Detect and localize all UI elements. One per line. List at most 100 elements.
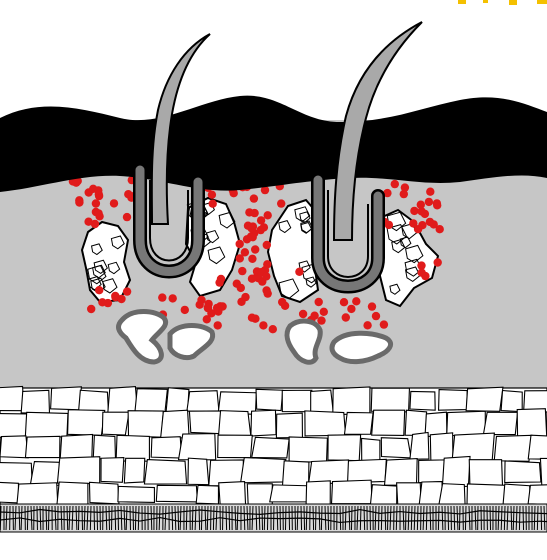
fat-cell: [151, 437, 181, 458]
fascia-stripe: [186, 506, 187, 530]
fascia-stripe: [82, 506, 83, 530]
inflammatory-dot: [260, 223, 268, 231]
fascia-stripe: [381, 506, 382, 530]
inflammatory-dot: [295, 268, 303, 276]
fat-cell: [101, 458, 124, 483]
fat-cell: [439, 484, 465, 506]
inflammatory-dot: [418, 269, 426, 277]
inflammatory-dot: [410, 207, 418, 215]
inflammatory-dot: [259, 321, 267, 329]
inflammatory-dot: [430, 220, 438, 228]
fascia-stripe: [490, 506, 491, 530]
fat-cell: [305, 411, 346, 436]
inflammatory-dot: [418, 221, 426, 229]
inflammatory-dot: [84, 218, 92, 226]
fascia-stripe: [27, 506, 28, 530]
fascia-stripe: [396, 506, 397, 530]
fat-cell: [309, 460, 349, 484]
fat-cell: [348, 459, 387, 482]
fascia-stripe: [135, 506, 136, 530]
fascia-stripe: [97, 506, 98, 530]
inflammatory-dot: [425, 198, 433, 206]
fat-cell: [124, 458, 144, 483]
fat-cell-network: [0, 386, 547, 507]
inflammatory-dot: [278, 298, 286, 306]
inflammatory-dot: [110, 199, 118, 207]
fascia-stripe: [541, 506, 542, 530]
fascia-stripe: [430, 506, 431, 530]
fat-cell: [0, 462, 32, 485]
fat-cell: [144, 460, 186, 484]
fat-cell: [344, 412, 373, 434]
fascia-stripe: [459, 506, 460, 530]
fat-cell: [372, 410, 405, 435]
fascia-stripe: [448, 506, 449, 530]
inflammatory-dot: [247, 224, 255, 232]
fat-cell: [0, 436, 28, 458]
fascia-stripe: [213, 506, 214, 530]
inflammatory-dot: [385, 221, 393, 229]
fat-cell: [410, 433, 429, 460]
fascia-stripe: [504, 506, 505, 530]
fascia-stripe: [454, 506, 455, 530]
fat-cell: [282, 390, 312, 411]
fat-cell: [270, 485, 308, 502]
inflammatory-dot: [426, 188, 434, 196]
fat-cell: [0, 482, 19, 503]
inflammatory-dot: [233, 280, 241, 288]
inflammatory-dot: [368, 302, 376, 310]
fascia-stripe: [523, 506, 524, 530]
fascia-stripe: [321, 506, 322, 530]
fat-cell: [247, 484, 272, 505]
fat-cell: [118, 486, 155, 502]
fat-cell: [282, 461, 309, 487]
inflammatory-dot: [236, 254, 244, 262]
inflammatory-dot: [203, 315, 211, 323]
inflammatory-dot: [248, 255, 256, 263]
fat-cell: [483, 412, 517, 434]
fat-cell: [381, 438, 411, 458]
fat-cell: [25, 412, 68, 438]
inflammatory-dot: [315, 298, 323, 306]
fat-cell: [501, 391, 522, 412]
fat-cell: [332, 480, 373, 504]
inflammatory-dot: [434, 258, 442, 266]
inflammatory-dot: [87, 305, 95, 313]
fat-cell: [430, 433, 453, 461]
fat-cell: [241, 458, 286, 483]
inflammatory-dot: [215, 278, 223, 286]
fat-cell: [528, 484, 547, 504]
inflammatory-dot: [409, 219, 417, 227]
fat-cell: [0, 413, 27, 438]
fat-cell: [503, 484, 530, 506]
fat-cell: [439, 390, 468, 411]
inflammatory-dot: [380, 320, 388, 328]
fat-cell: [51, 387, 82, 410]
fat-cell: [17, 483, 58, 506]
fat-cell: [276, 413, 302, 438]
fat-cell: [397, 483, 421, 505]
inflammatory-dot: [391, 180, 399, 188]
fascia-stripe: [115, 506, 116, 530]
inflammatory-dot: [347, 305, 355, 313]
inflammatory-dot: [236, 240, 244, 248]
fat-cell: [251, 410, 276, 436]
fat-cell: [362, 438, 380, 461]
inflammatory-dot: [250, 209, 258, 217]
fascia-stripe: [67, 506, 68, 530]
inflammatory-dot: [401, 183, 409, 191]
inflammatory-dot: [372, 312, 380, 320]
fat-cell: [410, 391, 435, 410]
fat-cell: [469, 460, 502, 487]
inflammatory-dot: [363, 321, 371, 329]
fat-cell: [166, 388, 189, 412]
fascia-stripe: [417, 506, 418, 530]
inflammatory-dot: [95, 286, 103, 294]
inflammatory-dot: [204, 304, 212, 312]
inflammatory-dot: [248, 314, 256, 322]
inflammatory-dot: [249, 233, 257, 241]
fascia-stripe: [411, 506, 412, 530]
inflammatory-dot: [310, 312, 318, 320]
fat-cell: [219, 411, 251, 436]
